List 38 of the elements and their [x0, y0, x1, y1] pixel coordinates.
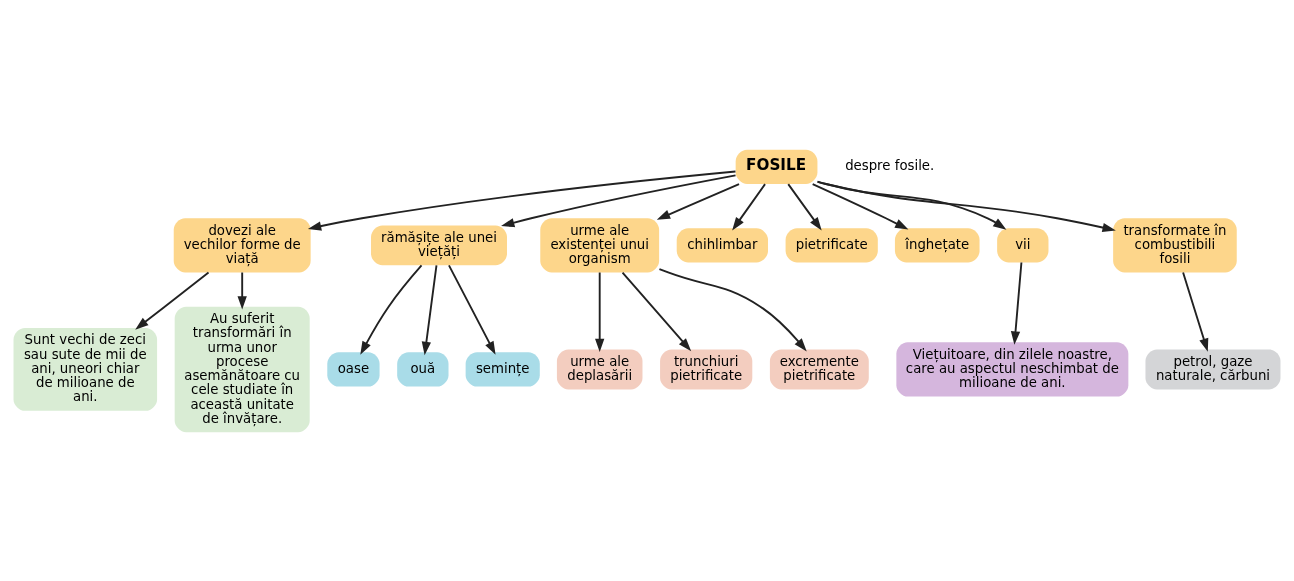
- node-box: Sunt vechi de zeci sau sute de mii de ani, uneori chiar de milioane de ani.: [13, 327, 158, 411]
- node-box: pietrificate: [785, 227, 878, 262]
- arrow: [360, 264, 423, 355]
- node-box: FOSILE: [735, 149, 818, 184]
- node-box: urme ale existenței unui organism: [540, 217, 660, 272]
- arrow: [448, 263, 496, 355]
- arrow: [237, 271, 247, 310]
- arrow: [656, 182, 740, 220]
- arrow: [732, 182, 766, 231]
- node-box: Viețuitoare, din zilele noastre, care au aspectul neschimbat de milioane de ani.: [896, 341, 1129, 397]
- node-box: înghețate: [894, 227, 980, 262]
- node-box: trunchiuri pietrificate: [660, 349, 753, 389]
- node-box: dovezi ale vechilor forme de viață: [173, 217, 311, 272]
- node-box: chihlimbar: [676, 227, 768, 262]
- arrow: [816, 180, 1007, 230]
- label: despre fosile.: [845, 157, 935, 173]
- arrow: [1182, 271, 1209, 352]
- arrow: [135, 271, 210, 330]
- arrow: [501, 173, 737, 227]
- arrow: [658, 267, 807, 351]
- arrow: [421, 263, 438, 355]
- node-box: semințe: [465, 351, 540, 387]
- node-box: vii: [997, 227, 1049, 262]
- node-box: transformate în combustibili fosili: [1113, 217, 1237, 272]
- arrow: [811, 182, 909, 229]
- arrow: [787, 182, 822, 231]
- node-box: ouă: [397, 351, 449, 387]
- arrow: [1010, 261, 1023, 345]
- node-box: urme ale deplasării: [556, 349, 643, 389]
- arrow: [816, 180, 1116, 232]
- node-box: petrol, gaze naturale, cărbuni: [1145, 349, 1281, 389]
- node-box: oase: [327, 351, 380, 387]
- arrow: [307, 170, 737, 231]
- node-box: rămășițe ale unei viețăți: [371, 224, 507, 265]
- node-box: excremente pietrificate: [769, 349, 869, 389]
- arrow: [621, 271, 692, 351]
- arrow: [595, 271, 605, 352]
- node-box: Au suferit transformări în urma unor procese asemănătoare cu cele studiate în această unitate de învățare.: [174, 306, 310, 432]
